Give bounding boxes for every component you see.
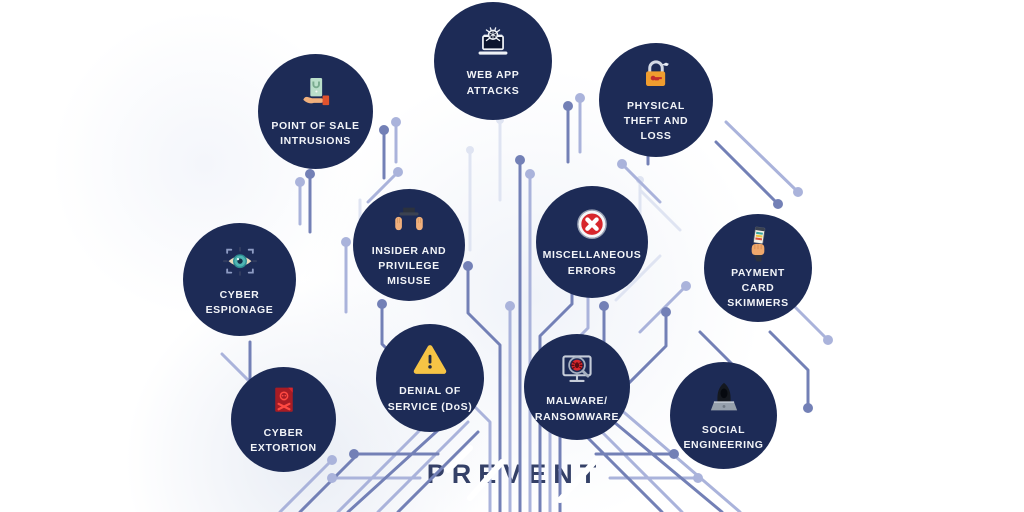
skull-document-icon — [264, 383, 304, 423]
threat-label: CYBER EXTORTION — [250, 426, 317, 454]
threat-label: INSIDER AND PRIVILEGE MISUSE — [371, 244, 447, 288]
threat-label: SOCIAL ENGINEERING — [683, 423, 764, 451]
threat-label: DENIAL OF SERVICE (DoS) — [387, 385, 473, 413]
hooded-hacker-icon — [703, 378, 745, 420]
threat-bubble-social-engineering: SOCIAL ENGINEERING — [670, 362, 777, 469]
threat-label: PHYSICAL THEFT AND LOSS — [623, 99, 689, 143]
monitor-bug-magnifier-icon — [556, 349, 598, 391]
error-cross-icon — [572, 205, 612, 245]
threat-bubble-payment-card-skimmers: PAYMENT CARD SKIMMERS — [704, 214, 812, 322]
padlock-key-icon — [636, 56, 676, 96]
hand-card-icon — [295, 74, 337, 116]
threat-bubble-physical-theft-and-loss: PHYSICAL THEFT AND LOSS — [599, 43, 713, 157]
threat-bubble-point-of-sale-intrusions: POINT OF SALE INTRUSIONS — [258, 54, 373, 169]
threat-bubble-cyber-espionage: CYBER ESPIONAGE — [183, 223, 296, 336]
threat-bubble-malware-ransomware: MALWARE/ RANSOMWARE — [524, 334, 630, 440]
threat-bubble-miscellaneous-errors: MISCELLANEOUS ERRORS — [536, 186, 648, 298]
threat-label: POINT OF SALE INTRUSIONS — [271, 119, 360, 147]
card-swipe-icon — [739, 225, 777, 263]
threat-bubble-denial-of-service: DENIAL OF SERVICE (DoS) — [376, 324, 484, 432]
threat-label: PAYMENT CARD SKIMMERS — [727, 266, 789, 310]
laptop-bug-icon — [472, 23, 514, 65]
threat-label: WEB APP ATTACKS — [466, 69, 520, 97]
threat-bubble-web-app-attacks: WEB APP ATTACKS — [434, 2, 552, 120]
threat-bubble-insider-and-privilege-misuse: INSIDER AND PRIVILEGE MISUSE — [353, 189, 465, 301]
eye-target-icon — [218, 241, 262, 285]
spy-hands-icon — [389, 201, 429, 241]
warning-triangle-icon — [410, 341, 450, 381]
threat-label: CYBER ESPIONAGE — [205, 288, 274, 316]
threat-bubble-cyber-extortion: CYBER EXTORTION — [231, 367, 336, 472]
threat-label: MISCELLANEOUS ERRORS — [542, 249, 642, 277]
threat-label: MALWARE/ RANSOMWARE — [534, 395, 620, 423]
